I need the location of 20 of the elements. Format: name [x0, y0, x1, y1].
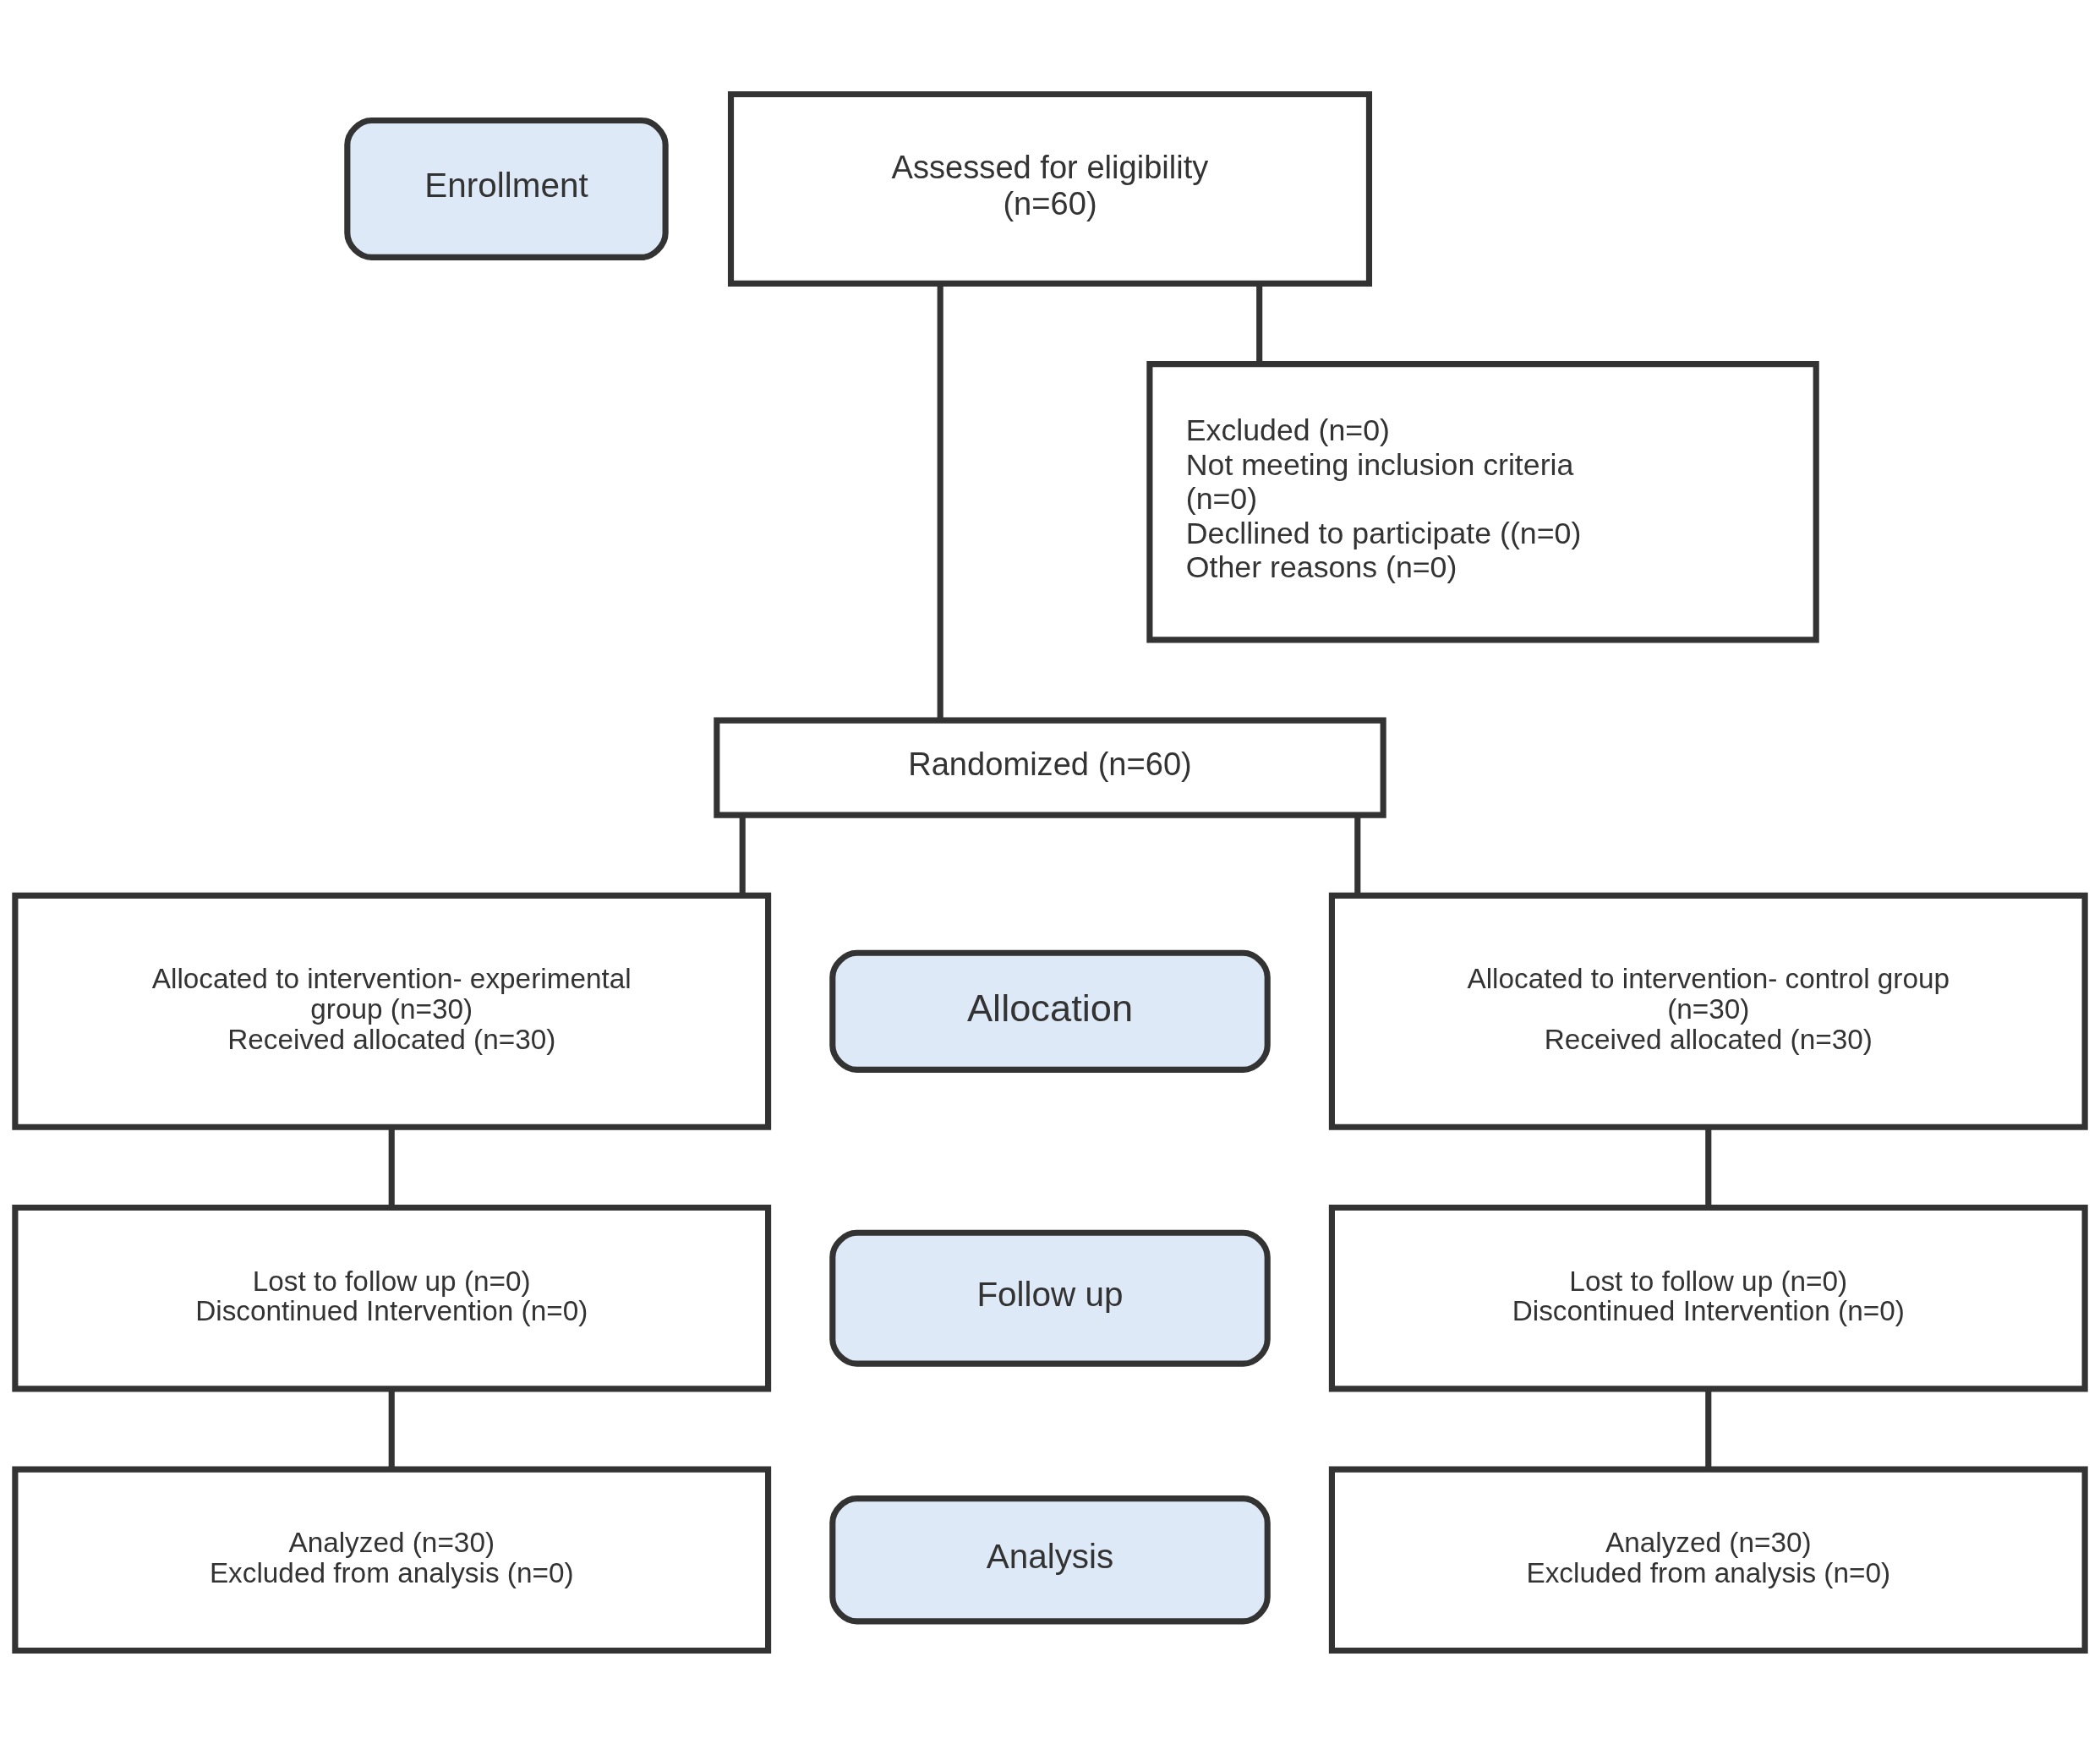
node-box: Follow up: [829, 1229, 1271, 1367]
node-box: Allocated to intervention- control group (n=30) Received allocated (n=30): [1328, 892, 2088, 1130]
connector: [739, 814, 746, 895]
node-box: Allocated to intervention- experimental group (n=30) Received allocated (n=30): [12, 892, 772, 1130]
connector: [1256, 283, 1263, 364]
node-box: Lost to follow up (n=0) Discontinued Intervention (n=0): [1328, 1204, 2088, 1391]
node-box: Lost to follow up (n=0) Discontinued Intervention (n=0): [12, 1204, 772, 1391]
node-box: Enrollment: [344, 117, 669, 260]
node-box: Randomized (n=60): [714, 717, 1386, 818]
node-box: Assessed for eligibility (n=60): [727, 90, 1373, 287]
node-box: Analyzed (n=30) Excluded from analysis (n=0): [12, 1466, 772, 1654]
node-box: Analyzed (n=30) Excluded from analysis (n=0): [1328, 1466, 2088, 1654]
connector: [388, 1388, 395, 1469]
connector: [388, 1126, 395, 1207]
node-box: Excluded (n=0) Not meeting inclusion criteria (n=0) Decllined to participate ((n=0) Other reasons (n=0): [1146, 360, 1819, 642]
node-box: Allocation: [829, 949, 1271, 1073]
node-box: Analysis: [829, 1495, 1271, 1624]
connector: [1705, 1388, 1712, 1469]
connector: [1705, 1126, 1712, 1207]
connector: [1354, 814, 1361, 895]
